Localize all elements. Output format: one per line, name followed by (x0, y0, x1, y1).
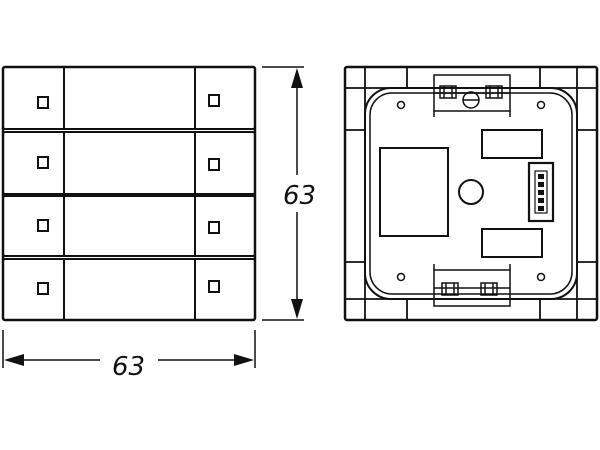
terminal-block-top (433, 74, 511, 117)
back-view (343, 65, 599, 322)
indicator-square (208, 280, 220, 293)
rocker-row-3 (2, 195, 256, 257)
indicator-square (37, 96, 49, 109)
rocker-row-4 (2, 258, 256, 321)
height-dimension (262, 66, 304, 321)
indicator-square (37, 282, 49, 295)
indicator-square (37, 156, 49, 169)
rocker-row-2 (2, 131, 256, 195)
terminal-block-bottom (433, 264, 511, 307)
height-label: 63 (283, 181, 316, 211)
bus-connector (527, 161, 555, 223)
module-housing-outer (364, 87, 578, 300)
width-dimension (2, 330, 256, 368)
component-block-top (481, 129, 543, 159)
mounting-hole (536, 272, 546, 282)
label-area (379, 147, 449, 237)
mounting-hole (396, 100, 406, 110)
center-hole (458, 179, 484, 205)
mounting-hole (396, 272, 406, 282)
front-view (1, 65, 257, 322)
width-label: 63 (112, 352, 145, 382)
indicator-square (208, 94, 220, 107)
indicator-square (208, 158, 220, 171)
indicator-square (208, 221, 220, 234)
mounting-hole (536, 100, 546, 110)
indicator-square (37, 219, 49, 232)
back-outer-frame (343, 65, 599, 322)
rocker-row-1 (2, 66, 256, 130)
component-block-bottom (481, 228, 543, 258)
frame-tabs (345, 67, 597, 320)
